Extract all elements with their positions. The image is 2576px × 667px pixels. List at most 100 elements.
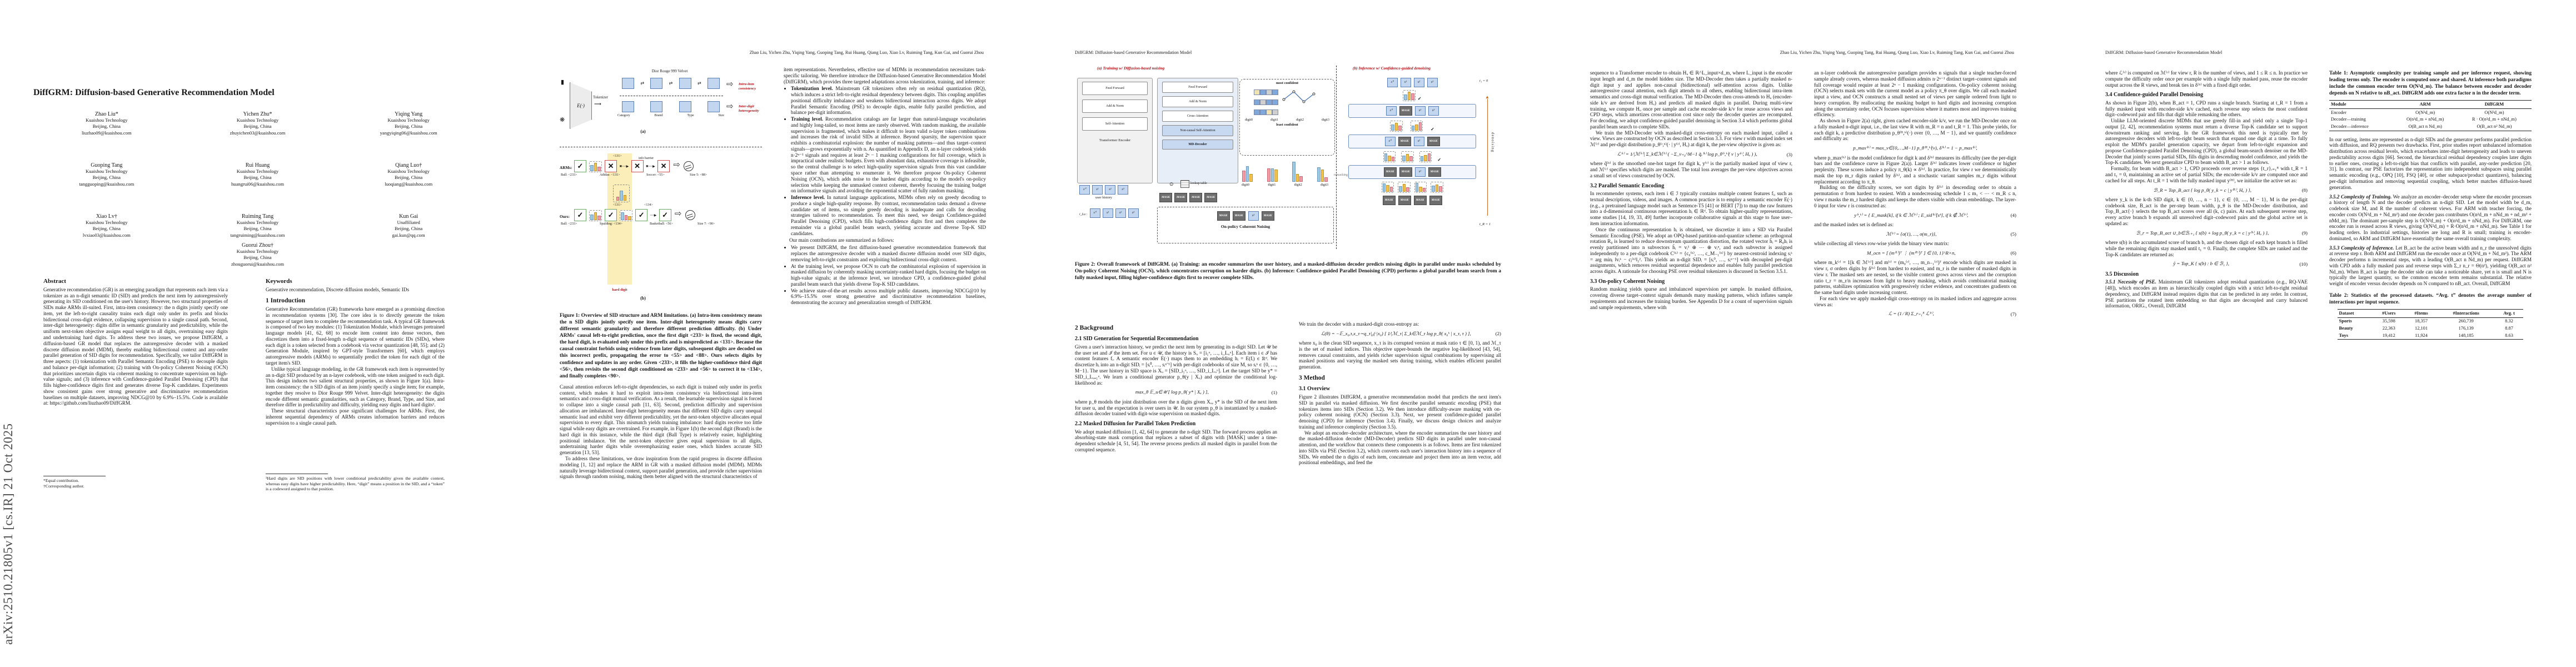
hard-digit-bars	[613, 185, 630, 202]
body-paragraph: We train the decoder with a masked-digit…	[1299, 321, 1419, 327]
figure1-panel-a: ▮ ❋ E(·) Tokenizer ⟶ Dior Rouge 999 Velv…	[560, 69, 762, 158]
intra-item-label: Intra-item consistency	[739, 82, 756, 91]
sid-token-cell: s¹	[1092, 185, 1103, 195]
sid-token-cell: s⁰	[1089, 208, 1100, 218]
running-head-authors: Zhao Liu, Yichen Zhu, Yiqing Yang, Guopi…	[1780, 50, 2014, 55]
table1-caption: Table 1: Asymptotic complexity per train…	[2329, 71, 2532, 97]
sid-token-cell	[622, 78, 634, 89]
arms-row-label: ARMs:	[560, 166, 572, 170]
adaptation-bullets: Tokenization level. Mainstream GR tokeni…	[791, 86, 986, 236]
ours-row-label: Ours:	[560, 215, 570, 219]
transformer-encoder-box: Feed Forward Add & Norm Self-Attention T…	[1077, 78, 1153, 183]
info-barrier-label: info barrier	[639, 157, 654, 160]
result-arrow-icon: ⇨	[674, 210, 682, 219]
equation-7: ℒ = (1 ⁄ R) Σ_r₌₁ᴿ ℒ⁽ʳ⁾,(7)	[1888, 311, 2016, 317]
body-paragraph: where x₀ is the clean SID sequence, x_τ …	[1299, 340, 1501, 370]
attr-labels: Category Brand Type Size	[617, 113, 724, 117]
tag-131: <131>	[613, 203, 622, 207]
section-21-heading: 2.1 SID Generation for Sequential Recomm…	[1075, 336, 1199, 342]
wrong-digit-box: ✕	[631, 160, 644, 172]
mask-cell: MASK	[1399, 167, 1412, 177]
denoising-label: denoising	[1491, 132, 1495, 153]
denoise-step-bars: ✓	[1348, 90, 1476, 101]
tokenizer-label: Tokenizer	[593, 96, 609, 99]
sid-token-cell: s⁰	[1384, 137, 1396, 146]
background-column: 2 Background 2.1 SID Generation for Sequ…	[1075, 325, 1277, 453]
ocn-box: MASK MASK s² MASK On-policy Coherent Noi…	[1157, 207, 1334, 243]
body-paragraph: As shown in Figure 2(a) right, given cac…	[1814, 118, 2016, 142]
sid-row-bottom	[622, 101, 720, 112]
semantic-encoder-trapezoid: E(·)	[570, 82, 592, 129]
panel-a-tag: (a)	[640, 129, 646, 134]
denoise-step-bars: ✓	[1348, 121, 1476, 132]
body-paragraph: We adopt an encoder–decoder architecture…	[1299, 430, 1501, 466]
page5-right-column: Table 1: Asymptotic complexity per train…	[2329, 70, 2532, 340]
arms-row: ✓ ✕ ✖╌╌▶ ✕ ✖╌╌▶ ✕ ⇨	[574, 160, 694, 172]
decoder-input-masks: MASK MASK MASK MASK	[1159, 192, 1217, 202]
sid-token-cell: s¹	[1102, 208, 1113, 218]
mask-cell: MASK	[1398, 196, 1411, 205]
body-paragraph: To address these limitations, we draw in…	[560, 455, 762, 480]
bidir-arrow-icon: ⇄	[669, 81, 673, 86]
section-351-paragraph: 3.5.1 Necessity of PSE. Mainstream GR to…	[2105, 279, 2308, 309]
table-row: Sports 35,598 18,357 260,739 8.32	[2339, 318, 2513, 324]
sid-row-step: s⁰ MASK s² MASK	[1348, 135, 1476, 148]
body-paragraph: Building on the difficulty scores, we so…	[1814, 185, 2016, 208]
author-row-3: Xiao Lv† Kuaishou Technology Beijing, Ch…	[31, 213, 484, 238]
digit-grid-labels: digit0 digit1 digit2 digit3	[1245, 118, 1329, 122]
author-row-4: Guorui Zhou† Kuaishou Technology Beijing…	[31, 242, 484, 267]
section-352-paragraph: 3.5.2 Complexity of Training. We analyze…	[2329, 193, 2532, 241]
fig2-divider	[1336, 66, 1337, 249]
hollow-arrow-icon: ⇨	[726, 102, 734, 111]
section-32-heading: 3.2 Parallel Semantic Encoding	[1590, 182, 1665, 189]
t1-label: t₁ = 0	[1479, 79, 1488, 83]
intra-arrow: ⇨	[726, 80, 734, 90]
figure-1: ▮ ❋ E(·) Tokenizer ⟶ Dior Rouge 999 Velv…	[560, 66, 762, 309]
footnote-corresponding: †Corresponding author.	[43, 483, 84, 489]
body-paragraph: where s(b) is the accumulated score of b…	[2105, 240, 2308, 257]
decoder-block: Cross-Attention	[1162, 111, 1233, 122]
author-block: Yichen Zhu* Kuaishou Technology Beijing,…	[230, 111, 286, 136]
abstract-column: Abstract Generative recommendation (GR) …	[43, 278, 228, 406]
method-column: We train the decoder with a masked-digit…	[1299, 321, 1501, 466]
table-row: Module ARM DiffGRM	[2329, 100, 2532, 109]
ours-item-labels: Ball: <233> Spalding: <134> Basketball: …	[561, 222, 715, 226]
difficulty-bars	[1242, 159, 1328, 182]
equation-6: M_ocn = [ (m⁽¹⁾)ᵀ ⋮ (m⁽ᴿ⁾)ᵀ ] ∈ {0, 1}^R…	[1867, 250, 2016, 256]
body-paragraph: where q̃⁽ᵏ⁾ is the smoothed one-hot targ…	[1590, 161, 1792, 178]
hist-prefix: i_Lu :	[1079, 213, 1088, 216]
ocn-mask-row: MASK MASK s² MASK	[1160, 211, 1331, 221]
tag-134: <134>	[644, 203, 653, 207]
figure2-caption: Figure 2: Overall framework of DiffGRM. …	[1075, 262, 1501, 281]
encoder-block: Add & Norm	[1082, 99, 1148, 113]
author-block: Guoping Tang Kuaishou Technology Beijing…	[79, 162, 134, 187]
body-paragraph: As shown in Figure 2(b), when B_act = 1,…	[2105, 99, 2308, 118]
page5-left-column: where ℒ⁽ʳ⁾ is computed on ℳ⁽ʳ⁾ for view …	[2105, 70, 2308, 309]
sid-token-cell: s²	[1413, 78, 1424, 87]
tag-131: <131>	[613, 155, 622, 158]
body-paragraph: where ℒ⁽ʳ⁾ is computed on ℳ⁽ʳ⁾ for view …	[2105, 70, 2308, 88]
author-block: Guorui Zhou† Kuaishou Technology Beijing…	[231, 242, 285, 267]
panel-b-tag: (b)	[640, 296, 646, 301]
sid-token-cell: s³	[1118, 185, 1128, 195]
keywords-heading: Keywords	[266, 278, 292, 285]
intro-paragraph: These structural characteristics pose si…	[266, 408, 445, 426]
contribution-1: We present DiffGRM, the first diffusion-…	[791, 245, 986, 262]
sid-token-cell: s²	[1105, 185, 1115, 195]
section-2-heading: 2 Background	[1075, 325, 1114, 331]
intro-footnote: ¹Hard digits are SID positions with lowe…	[266, 470, 445, 492]
fig2-panel-b-heading: (b) Inference w/ Confidence-guided denoi…	[1353, 66, 1431, 71]
decoder-block: Add & Norm	[1162, 96, 1233, 107]
inter-arrow: ⇨	[726, 102, 734, 112]
page2-right-column: item representations. Nevertheless, effe…	[784, 67, 986, 307]
confidence-curve	[1282, 90, 1316, 103]
result-arrow-icon: ⇨	[673, 161, 680, 170]
body-paragraph: sequence to a Transformer encoder to obt…	[1590, 70, 1792, 130]
table-1: Module ARM DiffGRM Encoder O(N²d_m) O(N²…	[2329, 100, 2532, 131]
equation-9: ℬ_r = Top_B_act ∪_b∈ℬᵣ₊₁ { s(b) + log p_…	[2136, 230, 2308, 236]
sid-token-cell: s⁰	[1387, 78, 1398, 87]
lookup-table-icon	[1180, 180, 1189, 188]
table-row: Dataset #Users #Items #Interactions Avg.…	[2337, 309, 2524, 318]
sid-token-cell: s⁰	[1079, 185, 1090, 195]
body-paragraph: In our setting, items are represented as…	[2329, 136, 2532, 190]
